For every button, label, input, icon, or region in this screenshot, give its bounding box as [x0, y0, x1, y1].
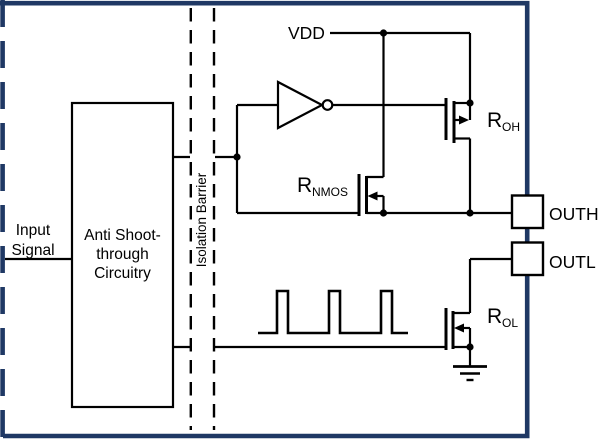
- transistor-roh: [444, 98, 472, 143]
- rol-body-arrow: [454, 323, 464, 333]
- junction-dot: [466, 343, 474, 351]
- input-signal-label-line2: Signal: [11, 242, 54, 259]
- junction-dot: [233, 153, 241, 161]
- outl-pad: [510, 241, 545, 277]
- outh-pad: [510, 194, 545, 230]
- roh-body-arrow: [459, 115, 469, 125]
- labels: VDD OUTH OUTL Input Signal R OH R NMOS R…: [11, 23, 598, 330]
- output-pads: [510, 194, 545, 277]
- rnmos-label-sub: NMOS: [312, 185, 348, 199]
- block-label-line3: Circuitry: [94, 265, 151, 282]
- inverter-bubble: [321, 99, 334, 111]
- wires: [5, 31, 512, 366]
- junction-dot: [379, 29, 388, 37]
- rnmos-body-arrow: [367, 191, 378, 201]
- transistor-rol: [444, 308, 472, 350]
- isolation-barrier: Isolation Barrier: [189, 8, 216, 430]
- input-signal-label-line1: Input: [16, 222, 51, 239]
- roh-label: R: [487, 109, 502, 132]
- ground-symbol: [453, 365, 487, 382]
- anti-shoot-through-block: Anti Shoot- through Circuitry: [70, 101, 175, 409]
- outl-label: OUTL: [549, 252, 596, 272]
- vdd-label: VDD: [288, 23, 325, 43]
- rol-label: R: [487, 305, 502, 328]
- rnmos-label: R: [297, 174, 312, 197]
- junction-dot: [466, 99, 474, 107]
- anti-shoot-through-box: [70, 101, 175, 409]
- isolation-barrier-label: Isolation Barrier: [194, 172, 209, 267]
- inverter-triangle: [276, 80, 325, 130]
- junction-dots: [233, 29, 474, 351]
- block-label-line1: Anti Shoot-: [84, 227, 161, 244]
- rol-label-sub: OL: [502, 316, 518, 330]
- junction-dot: [379, 209, 388, 217]
- roh-label-sub: OH: [502, 120, 520, 134]
- outh-label: OUTH: [549, 204, 599, 224]
- block-label-line2: through: [96, 246, 149, 263]
- transistor-rnmos: [357, 174, 385, 216]
- inverter-gate: [276, 80, 334, 130]
- pulse-waveform: [258, 289, 408, 335]
- junction-dot: [466, 209, 474, 217]
